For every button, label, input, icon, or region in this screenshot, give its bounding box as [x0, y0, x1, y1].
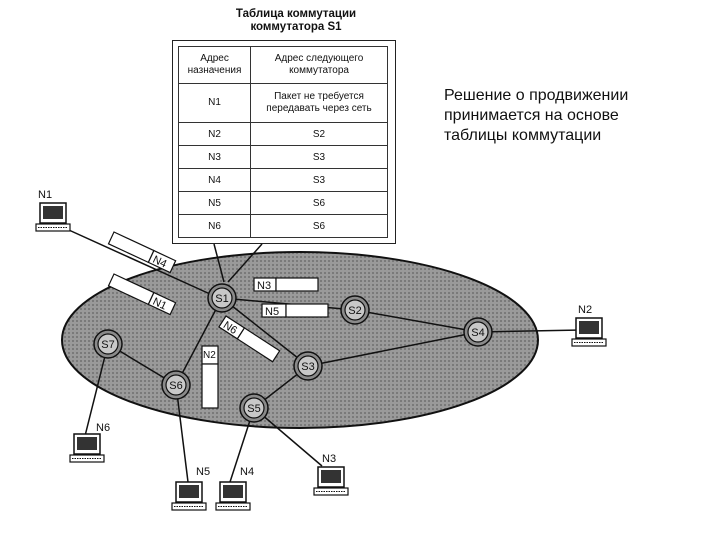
computer-icon: [313, 466, 349, 496]
table-row: N6 S6: [177, 214, 388, 238]
switch-label: S7: [101, 339, 114, 351]
switch-s4: S4: [463, 317, 493, 347]
packet-n2: N2: [201, 345, 219, 409]
packet-label: N2: [203, 350, 216, 361]
link-n1-s1: [59, 225, 211, 295]
cell-next-switch: S6: [250, 191, 388, 215]
node-n5: N5: [171, 466, 210, 511]
switch-s5: S5: [239, 393, 269, 423]
node-label: N2: [578, 304, 592, 316]
node-label: N3: [322, 453, 336, 465]
header-destination: Адрес назначения: [177, 46, 252, 84]
cell-next-switch: S3: [250, 168, 388, 192]
table-title-line1: Таблица коммутации: [235, 8, 357, 20]
link-s5-n3: [253, 407, 323, 467]
cell-next-switch: Пакет не требуется передавать через сеть: [250, 83, 388, 123]
computer-icon: [571, 317, 607, 347]
switch-label: S4: [471, 327, 484, 339]
switch-s3: S3: [293, 351, 323, 381]
note-text: Решение о продвижении принимается на осн…: [444, 87, 629, 144]
link-s4-n2: [477, 329, 583, 333]
cell-next-switch: S6: [250, 214, 388, 238]
switch-s2: S2: [340, 295, 370, 325]
node-n6: N6: [69, 422, 110, 463]
switch-s6: S6: [161, 370, 191, 400]
node-label: N5: [196, 466, 210, 478]
switching-table-frame: Адрес назначения Адрес следующего коммут…: [172, 40, 396, 244]
link-s6-n5: [175, 384, 189, 483]
packet-n4: N4: [107, 231, 177, 274]
table-row: N1 Пакет не требуется передавать через с…: [177, 83, 388, 123]
packet-n5: N5: [261, 303, 329, 318]
link-s1-s6: [175, 297, 223, 386]
packet-label: N1: [151, 296, 169, 313]
computer-icon: [215, 481, 251, 511]
cell-destination: N6: [177, 214, 252, 238]
computer-icon: [35, 202, 71, 232]
packet-n1: N1: [107, 273, 177, 316]
table-row: N2 S2: [177, 122, 388, 146]
switch-label: S5: [247, 403, 260, 415]
switch-label: S2: [348, 305, 361, 317]
link-s3-s4: [307, 331, 479, 367]
computer-icon: [69, 433, 105, 463]
table-connector-line: [213, 243, 225, 283]
node-label: N1: [38, 189, 52, 201]
packet-label: N3: [257, 280, 271, 292]
table-title-line2: коммутатора S1: [250, 21, 342, 33]
computer-icon: [171, 481, 207, 511]
cell-next-switch: S2: [250, 122, 388, 146]
cell-destination: N3: [177, 145, 252, 169]
switch-label: S1: [215, 293, 228, 305]
link-s1-s3: [221, 297, 309, 367]
packet-label: N4: [151, 254, 169, 271]
switch-label: S3: [301, 361, 314, 373]
packet-n3: N3: [253, 277, 319, 292]
table-row: N3 S3: [177, 145, 388, 169]
node-label: N6: [96, 422, 110, 434]
node-n1: N1: [35, 189, 71, 232]
link-s7-n6: [83, 343, 109, 441]
cell-next-switch: S3: [250, 145, 388, 169]
switch-s7: S7: [93, 329, 123, 359]
cell-destination: N2: [177, 122, 252, 146]
node-n4: N4: [215, 466, 254, 511]
table-title: Таблица коммутации коммутатора S1: [196, 8, 396, 34]
node-n3: N3: [313, 453, 349, 496]
switching-table: Адрес назначения Адрес следующего коммут…: [177, 46, 388, 238]
table-connector-line: [227, 243, 263, 283]
cell-destination: N1: [177, 83, 252, 123]
table-row: N5 S6: [177, 191, 388, 215]
switch-s1: S1: [207, 283, 237, 313]
node-label: N4: [240, 466, 254, 478]
link-s2-s4: [354, 309, 479, 333]
node-n2: N2: [571, 304, 607, 347]
packet-label: N5: [265, 306, 279, 318]
switch-label: S6: [169, 380, 182, 392]
